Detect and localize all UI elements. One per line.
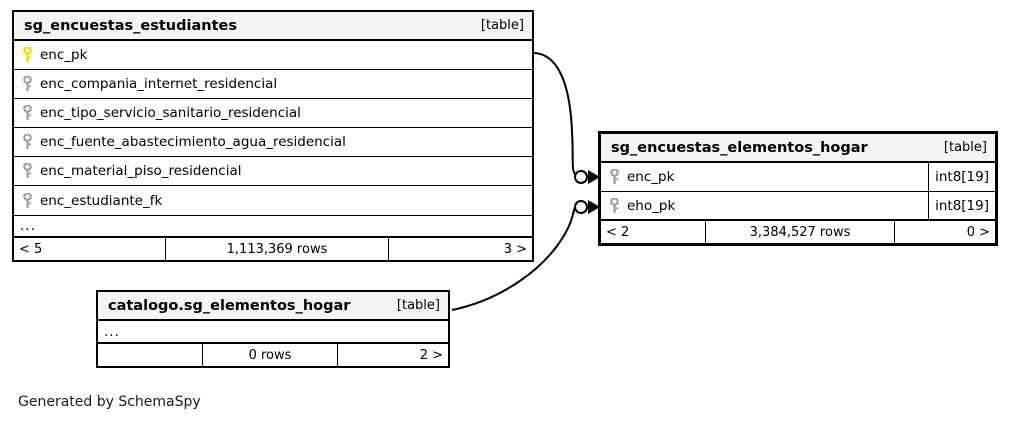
table-footer: 0 rows 2 > xyxy=(98,344,448,366)
footer-row-count: 0 rows xyxy=(202,344,338,366)
table-title: sg_encuestas_elementos_hogar xyxy=(611,139,868,156)
column-name: enc_fuente_abastecimiento_agua_residenci… xyxy=(40,134,346,150)
table-kind-label: [table] xyxy=(943,140,987,155)
table-footer: < 5 1,113,369 rows 3 > xyxy=(14,238,532,260)
footer-child-count[interactable]: 0 > xyxy=(966,224,990,240)
relationship-line-estudiantes-elementos xyxy=(532,52,579,178)
column-name: enc_tipo_servicio_sanitario_residencial xyxy=(40,105,301,121)
table-title: sg_encuestas_estudiantes xyxy=(24,17,237,34)
primary-key-icon xyxy=(14,47,40,63)
footer-row-count: 3,384,527 rows xyxy=(705,221,895,243)
table-node-catalogo-sg-elementos-hogar[interactable]: catalogo.sg_elementos_hogar [table] ... … xyxy=(96,290,450,368)
foreign-key-icon xyxy=(14,192,40,209)
table-row[interactable]: enc_compania_internet_residencial xyxy=(14,70,532,99)
table-row[interactable]: enc_pk xyxy=(14,41,532,70)
table-header: catalogo.sg_elementos_hogar [table] xyxy=(98,292,448,321)
column-name: enc_pk xyxy=(627,169,675,185)
more-columns-indicator[interactable]: ... xyxy=(98,321,448,344)
table-node-sg-encuestas-elementos-hogar[interactable]: sg_encuestas_elementos_hogar [table] enc… xyxy=(598,131,998,246)
foreign-key-icon xyxy=(14,76,40,92)
table-row[interactable]: enc_estudiante_fk xyxy=(14,186,532,215)
table-row[interactable]: enc_fuente_abastecimiento_agua_residenci… xyxy=(14,128,532,157)
footer-parent-count[interactable]: < 2 xyxy=(606,224,630,240)
table-header: sg_encuestas_elementos_hogar [table] xyxy=(601,134,995,163)
column-type: int8[19] xyxy=(928,192,995,219)
footer-parent-count[interactable]: < 5 xyxy=(19,241,43,257)
table-row[interactable]: enc_tipo_servicio_sanitario_residencial xyxy=(14,99,532,128)
crowsfoot-eho-pk xyxy=(574,200,600,214)
table-header: sg_encuestas_estudiantes [table] xyxy=(14,12,532,41)
column-type: int8[19] xyxy=(928,163,995,191)
table-node-sg-encuestas-estudiantes[interactable]: sg_encuestas_estudiantes [table] enc_pk xyxy=(12,10,534,262)
table-row[interactable]: enc_material_piso_residencial xyxy=(14,157,532,186)
foreign-key-icon xyxy=(14,105,40,121)
footer-row-count: 1,113,369 rows xyxy=(165,238,389,260)
generated-by-caption: Generated by SchemaSpy xyxy=(18,394,201,410)
column-name: enc_compania_internet_residencial xyxy=(40,76,278,92)
crowsfoot-enc-pk xyxy=(574,170,600,184)
footer-child-count[interactable]: 3 > xyxy=(503,241,527,257)
foreign-key-icon xyxy=(601,169,627,185)
footer-child-count[interactable]: 2 > xyxy=(419,347,443,363)
table-kind-label: [table] xyxy=(396,298,440,313)
column-name: eho_pk xyxy=(627,197,676,214)
footer-parent-count[interactable] xyxy=(98,344,202,366)
column-name: enc_material_piso_residencial xyxy=(40,163,242,179)
table-row[interactable]: enc_pk int8[19] xyxy=(601,163,995,192)
table-footer: < 2 3,384,527 rows 0 > xyxy=(601,221,995,243)
foreign-key-icon xyxy=(14,134,40,150)
foreign-key-icon xyxy=(601,197,627,214)
foreign-key-icon xyxy=(14,163,40,179)
table-row[interactable]: eho_pk int8[19] xyxy=(601,192,995,221)
more-columns-indicator[interactable]: ... xyxy=(14,215,532,238)
column-name: enc_pk xyxy=(40,47,88,63)
column-name: enc_estudiante_fk xyxy=(40,192,163,209)
table-kind-label: [table] xyxy=(480,18,524,33)
table-title: catalogo.sg_elementos_hogar xyxy=(108,297,351,314)
